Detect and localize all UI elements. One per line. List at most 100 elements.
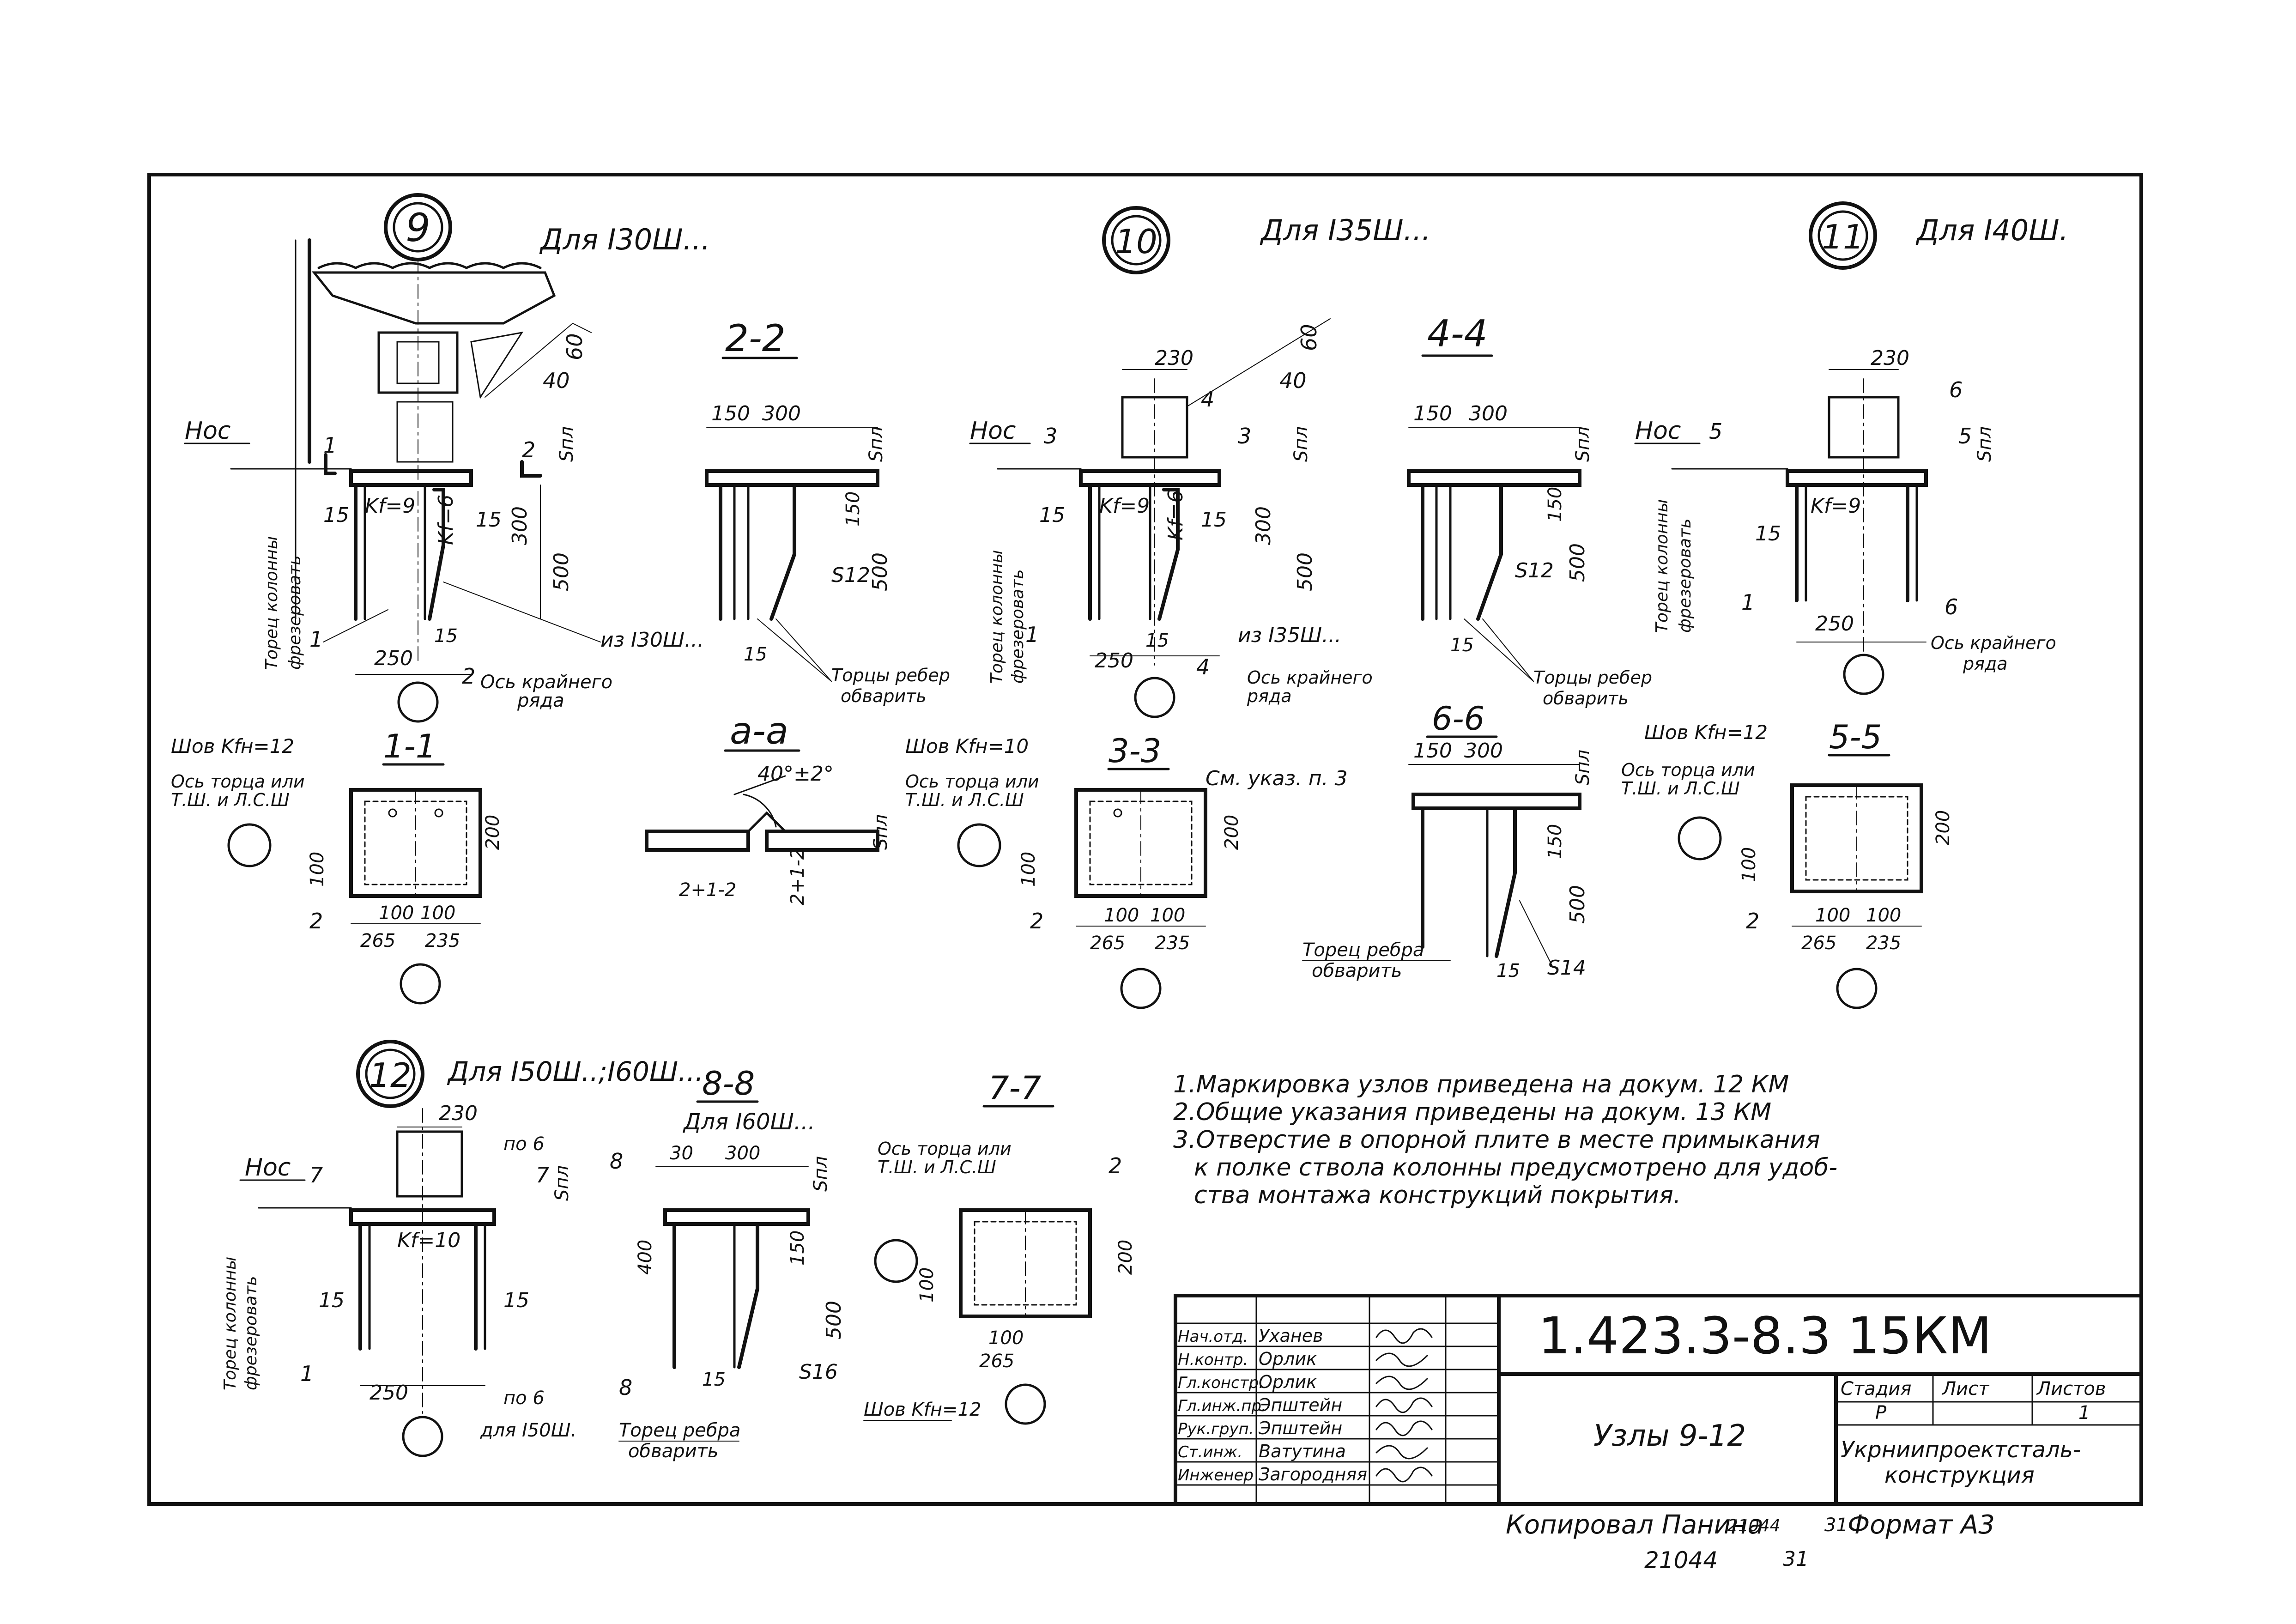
- svg-text:Шов Kfн=10: Шов Kfн=10: [905, 735, 1029, 757]
- svg-text:7: 7: [536, 1163, 549, 1188]
- svg-text:150: 150: [842, 491, 864, 527]
- svg-text:500: 500: [1566, 885, 1589, 924]
- svg-text:265: 265: [979, 1351, 1014, 1372]
- section-6-6-title: 6-6: [1432, 700, 1484, 738]
- svg-text:5: 5: [1958, 424, 1972, 448]
- svg-text:по 6: по 6: [503, 1133, 545, 1155]
- svg-text:15: 15: [702, 1369, 726, 1390]
- node-10-caption: Для I35Ш...: [1260, 213, 1431, 247]
- svg-text:31: 31: [1783, 1547, 1809, 1571]
- node-12: 12 Для I50Ш..;I60Ш... 230 по 6 7 Sпл Нос…: [221, 1040, 703, 1457]
- svg-text:Р: Р: [1875, 1402, 1887, 1424]
- svg-text:300: 300: [508, 506, 532, 545]
- svg-text:500: 500: [550, 552, 573, 591]
- svg-text:Т.Ш. и Л.С.Ш: Т.Ш. и Л.С.Ш: [1621, 778, 1740, 799]
- note-3: 3.Отверстие в опорной плите в месте прим…: [1173, 1126, 1820, 1154]
- node-10: 10 Для I35Ш... 230 40 60 4 Нос 3 3 Kf=9 …: [969, 206, 1431, 718]
- general-notes: 1.Маркировка узлов приведена на докум. 1…: [1173, 1071, 1837, 1209]
- svg-text:Инженер: Инженер: [1178, 1466, 1254, 1485]
- svg-text:200: 200: [1115, 1240, 1136, 1275]
- svg-text:150: 150: [1413, 402, 1452, 425]
- node-11-number: 11: [1822, 218, 1864, 256]
- svg-text:Sпл: Sпл: [810, 1156, 831, 1192]
- section-a-a: а-а 40°±2° Sпл 2+1-2 2+1-2: [645, 709, 891, 905]
- section-3-3-title: 3-3: [1109, 732, 1161, 770]
- svg-text:3: 3: [1238, 424, 1251, 448]
- svg-text:5: 5: [1709, 419, 1722, 444]
- svg-text:1: 1: [300, 1361, 314, 1386]
- svg-text:Kf=6: Kf=6: [1164, 490, 1187, 540]
- svg-text:S12: S12: [1515, 559, 1554, 582]
- svg-text:150: 150: [1545, 824, 1566, 859]
- svg-text:Kf=9: Kf=9: [1099, 494, 1150, 518]
- svg-text:265: 265: [1801, 933, 1836, 954]
- svg-text:Гл.инж.пр.: Гл.инж.пр.: [1178, 1397, 1266, 1415]
- svg-text:15: 15: [319, 1289, 345, 1312]
- svg-text:31: 31: [1824, 1515, 1848, 1536]
- svg-text:150: 150: [711, 402, 750, 425]
- svg-text:500: 500: [822, 1301, 846, 1339]
- node-9-base-plate: [349, 469, 473, 487]
- svg-text:Орлик: Орлик: [1259, 1349, 1317, 1369]
- node-9-number: 9: [406, 205, 430, 250]
- svg-text:2: 2: [309, 909, 323, 933]
- svg-text:21044: 21044: [1727, 1516, 1781, 1535]
- svg-text:100: 100: [1104, 905, 1139, 926]
- node-12-caption: Для I50Ш..;I60Ш...: [447, 1056, 703, 1087]
- svg-text:40: 40: [543, 368, 570, 393]
- svg-text:2: 2: [1746, 909, 1759, 933]
- svg-text:из I30Ш...: из I30Ш...: [600, 628, 704, 652]
- section-5-5-title: 5-5: [1829, 718, 1882, 756]
- svg-text:60: 60: [562, 333, 587, 360]
- svg-text:Sпл: Sпл: [556, 426, 577, 462]
- svg-text:100: 100: [1150, 905, 1185, 926]
- svg-text:15: 15: [744, 644, 767, 665]
- svg-text:обварить: обварить: [628, 1441, 719, 1462]
- drawing-title: Узлы 9-12: [1593, 1419, 1746, 1453]
- svg-text:Kf=9: Kf=9: [365, 494, 415, 518]
- svg-text:Гл.констр.: Гл.констр.: [1178, 1374, 1264, 1392]
- note-3-cont-2: ства монтажа конструкций покрытия.: [1194, 1182, 1681, 1209]
- svg-text:по 6: по 6: [503, 1388, 545, 1409]
- svg-text:Ось торца или: Ось торца или: [905, 771, 1039, 792]
- svg-text:150: 150: [787, 1230, 808, 1266]
- section-5-5: 5-5 Шов Kfн=12 Ось торца или Т.Ш. и Л.С.…: [1621, 718, 1954, 1009]
- svg-text:Ст.инж.: Ст.инж.: [1178, 1443, 1242, 1461]
- svg-text:Нос: Нос: [185, 417, 231, 445]
- svg-text:для I50Ш.: для I50Ш.: [480, 1420, 576, 1441]
- svg-text:Торец колонны: Торец колонны: [987, 550, 1006, 684]
- archive-number: 21044: [1644, 1547, 1718, 1574]
- svg-text:ряда: ряда: [1963, 654, 2008, 674]
- svg-text:1: 1: [309, 627, 323, 652]
- svg-text:8: 8: [610, 1149, 623, 1174]
- svg-text:2+1-2: 2+1-2: [787, 848, 808, 905]
- svg-text:500: 500: [868, 552, 892, 591]
- svg-text:Эпштейн: Эпштейн: [1258, 1418, 1342, 1438]
- section-4-4-title: 4-4: [1427, 312, 1488, 355]
- svg-text:Ось крайнего: Ось крайнего: [1247, 667, 1373, 688]
- svg-text:2: 2: [522, 437, 535, 462]
- svg-text:2+1-2: 2+1-2: [679, 879, 736, 901]
- section-8-8-title: 8-8: [702, 1065, 755, 1103]
- svg-text:200: 200: [1221, 815, 1242, 850]
- svg-text:фрезеровать: фрезеровать: [285, 556, 304, 670]
- svg-text:400: 400: [635, 1240, 656, 1275]
- svg-text:Шов Kfн=12: Шов Kfн=12: [1644, 721, 1768, 744]
- svg-text:Стадия: Стадия: [1841, 1378, 1911, 1400]
- sheet-frame: [147, 173, 2143, 1506]
- svg-text:300: 300: [1464, 739, 1503, 763]
- svg-text:100: 100: [1866, 905, 1901, 926]
- section-3-3: 3-3 Шов Kfн=10 Ось торца или Т.Ш. и Л.С.…: [905, 732, 1348, 1009]
- svg-text:Нос: Нос: [970, 417, 1016, 445]
- svg-text:100: 100: [988, 1327, 1024, 1349]
- note-2: 2.Общие указания приведены на докум. 13 …: [1173, 1098, 1771, 1126]
- svg-text:Ось крайнего: Ось крайнего: [480, 672, 612, 693]
- svg-text:15: 15: [1496, 960, 1520, 982]
- node-12-number: 12: [369, 1056, 412, 1095]
- svg-text:Kf=6: Kf=6: [434, 495, 458, 545]
- svg-text:Т.Ш. и Л.С.Ш: Т.Ш. и Л.С.Ш: [171, 790, 290, 810]
- svg-text:Нач.отд.: Нач.отд.: [1178, 1327, 1248, 1346]
- svg-text:2: 2: [1109, 1153, 1122, 1178]
- svg-text:15: 15: [434, 625, 458, 647]
- svg-text:Ватутина: Ватутина: [1259, 1441, 1346, 1461]
